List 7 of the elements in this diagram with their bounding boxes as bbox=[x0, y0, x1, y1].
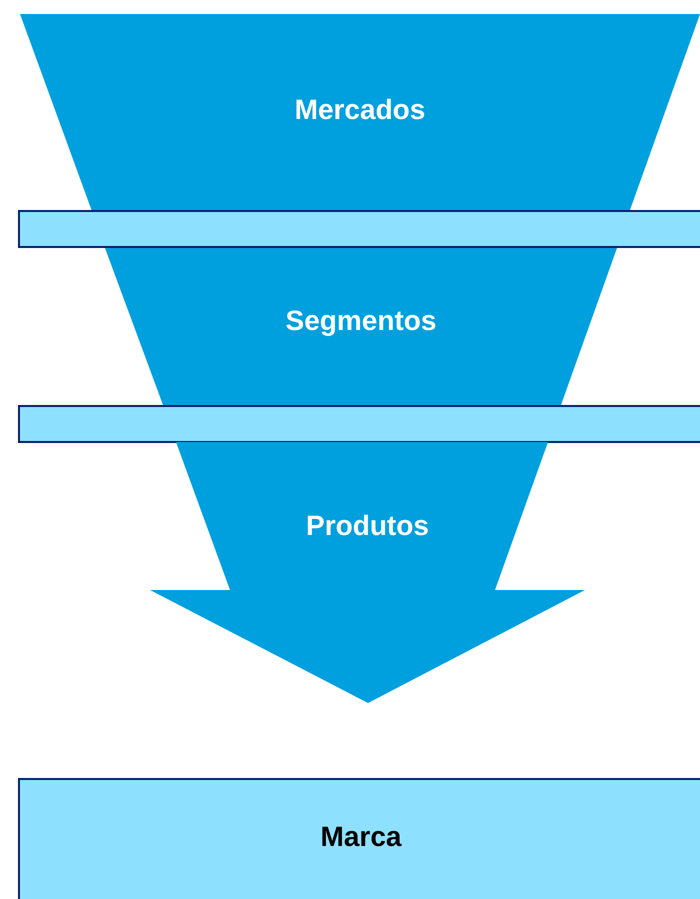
section-label: Produtos bbox=[306, 509, 429, 543]
section-label: Mercados bbox=[294, 93, 426, 127]
box-label: Marca bbox=[320, 820, 402, 854]
band bbox=[18, 210, 700, 248]
band bbox=[18, 405, 700, 443]
box bbox=[18, 778, 700, 899]
section-label: Segmentos bbox=[286, 304, 436, 338]
